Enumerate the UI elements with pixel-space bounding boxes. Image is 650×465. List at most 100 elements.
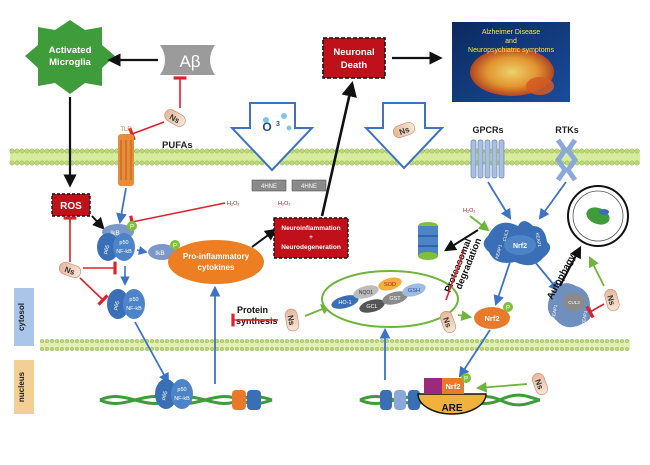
ozone-label: O (262, 120, 271, 134)
gpcrs-label: GPCRs (472, 125, 503, 135)
lipid-head (585, 347, 590, 352)
nuclear-membrane (40, 339, 630, 352)
lipid-head (615, 347, 620, 352)
lipid-head (290, 347, 295, 352)
svg-text:IkB: IkB (155, 250, 164, 257)
lipid-head (320, 347, 325, 352)
lipid-head (109, 347, 114, 352)
svg-text:KEAP1: KEAP1 (494, 243, 503, 259)
lipid-head (599, 160, 605, 166)
svg-text:P: P (506, 306, 510, 312)
lipid-head (349, 160, 355, 166)
lipid-head (189, 160, 195, 166)
lipid-head (374, 160, 380, 166)
lipid-head (239, 160, 245, 166)
lipid-head (579, 148, 585, 154)
lipid-head (534, 148, 540, 154)
lipid-head (189, 347, 194, 352)
lipid-head (339, 160, 345, 166)
lipid-head (249, 339, 254, 344)
lipid-head (435, 339, 440, 344)
lipid-head (340, 347, 345, 352)
lipid-head (189, 339, 194, 344)
lipid-head (459, 148, 465, 154)
lipid-head (40, 347, 45, 352)
lipid-head (329, 148, 335, 154)
lipid-head (465, 347, 470, 352)
lipid-head (565, 347, 570, 352)
lipid-head (590, 347, 595, 352)
ns-capsule-center: Ns (284, 308, 300, 332)
lipid-head (634, 148, 640, 154)
ros-box: ROS (51, 193, 91, 217)
lipid-head (199, 339, 204, 344)
lipid-head (179, 160, 185, 166)
svg-text:Ns: Ns (63, 265, 76, 277)
lipid-head (60, 347, 65, 352)
neuroinflammation-box: Neuroinflammation + Neurodegeneration (273, 217, 349, 259)
lipid-head (129, 347, 134, 352)
lipid-head (324, 148, 330, 154)
lipid-head (600, 339, 605, 344)
lipid-head (380, 339, 385, 344)
lipid-head (270, 347, 275, 352)
lipid-head (434, 160, 440, 166)
tlr-label: TLR (120, 127, 132, 133)
lipid-head (204, 347, 209, 352)
lipid-head (164, 160, 170, 166)
arrow-ros-to-nfkb (91, 215, 105, 230)
lipid-head (94, 347, 99, 352)
lipid-head (290, 339, 295, 344)
lipid-head (420, 339, 425, 344)
h2o2-label-1: H₂O₂ (227, 201, 240, 207)
lipid-head (410, 347, 415, 352)
lipid-head (495, 347, 500, 352)
inhibit-h2o2-nfkb (129, 202, 226, 229)
lipid-head (345, 347, 350, 352)
lipid-head (525, 339, 530, 344)
lipid-head (134, 160, 140, 166)
arrow-neuroinflammation-to-death (320, 80, 357, 217)
lipid-head (470, 347, 475, 352)
svg-text:4HNE: 4HNE (261, 184, 277, 190)
svg-text:Nrf2: Nrf2 (484, 314, 499, 323)
inhibit-ns-tlr (128, 121, 165, 141)
lipid-head (144, 347, 149, 352)
lipid-head (415, 347, 420, 352)
lipid-head (280, 339, 285, 344)
lipid-head (445, 347, 450, 352)
lipid-head (594, 160, 600, 166)
lipid-head (464, 160, 470, 166)
lipid-head (495, 339, 500, 344)
svg-text:Ns: Ns (441, 316, 453, 329)
lipid-head (305, 347, 310, 352)
lipid-head (139, 347, 144, 352)
svg-text:p65: p65 (103, 244, 112, 255)
lipid-head (509, 160, 515, 166)
cytosol-label: cytosol (17, 303, 26, 331)
lipid-head (134, 148, 140, 154)
lipid-head (434, 148, 440, 154)
lipid-head (89, 347, 94, 352)
lipid-head (79, 160, 85, 166)
lipid-head (169, 148, 175, 154)
svg-text:Nrf2: Nrf2 (445, 382, 460, 391)
lipid-head (224, 347, 229, 352)
lipid-head (184, 148, 190, 154)
lipid-head (99, 160, 105, 166)
keap1-complex-lower: CUL3 KEAP1 KEAP1 (547, 283, 592, 328)
lipid-head (300, 339, 305, 344)
lipid-head (544, 160, 550, 166)
lipid-head (564, 160, 570, 166)
lipid-head (179, 148, 185, 154)
lipid-head (159, 148, 165, 154)
lipid-head (254, 339, 259, 344)
svg-text:Neurodegeneration: Neurodegeneration (281, 244, 341, 251)
lipid-head (475, 339, 480, 344)
lipid-head (445, 339, 450, 344)
svg-text:p50: p50 (129, 297, 138, 303)
lipid-head (359, 148, 365, 154)
lipid-head (104, 339, 109, 344)
lipid-head (315, 339, 320, 344)
lipid-head (405, 347, 410, 352)
